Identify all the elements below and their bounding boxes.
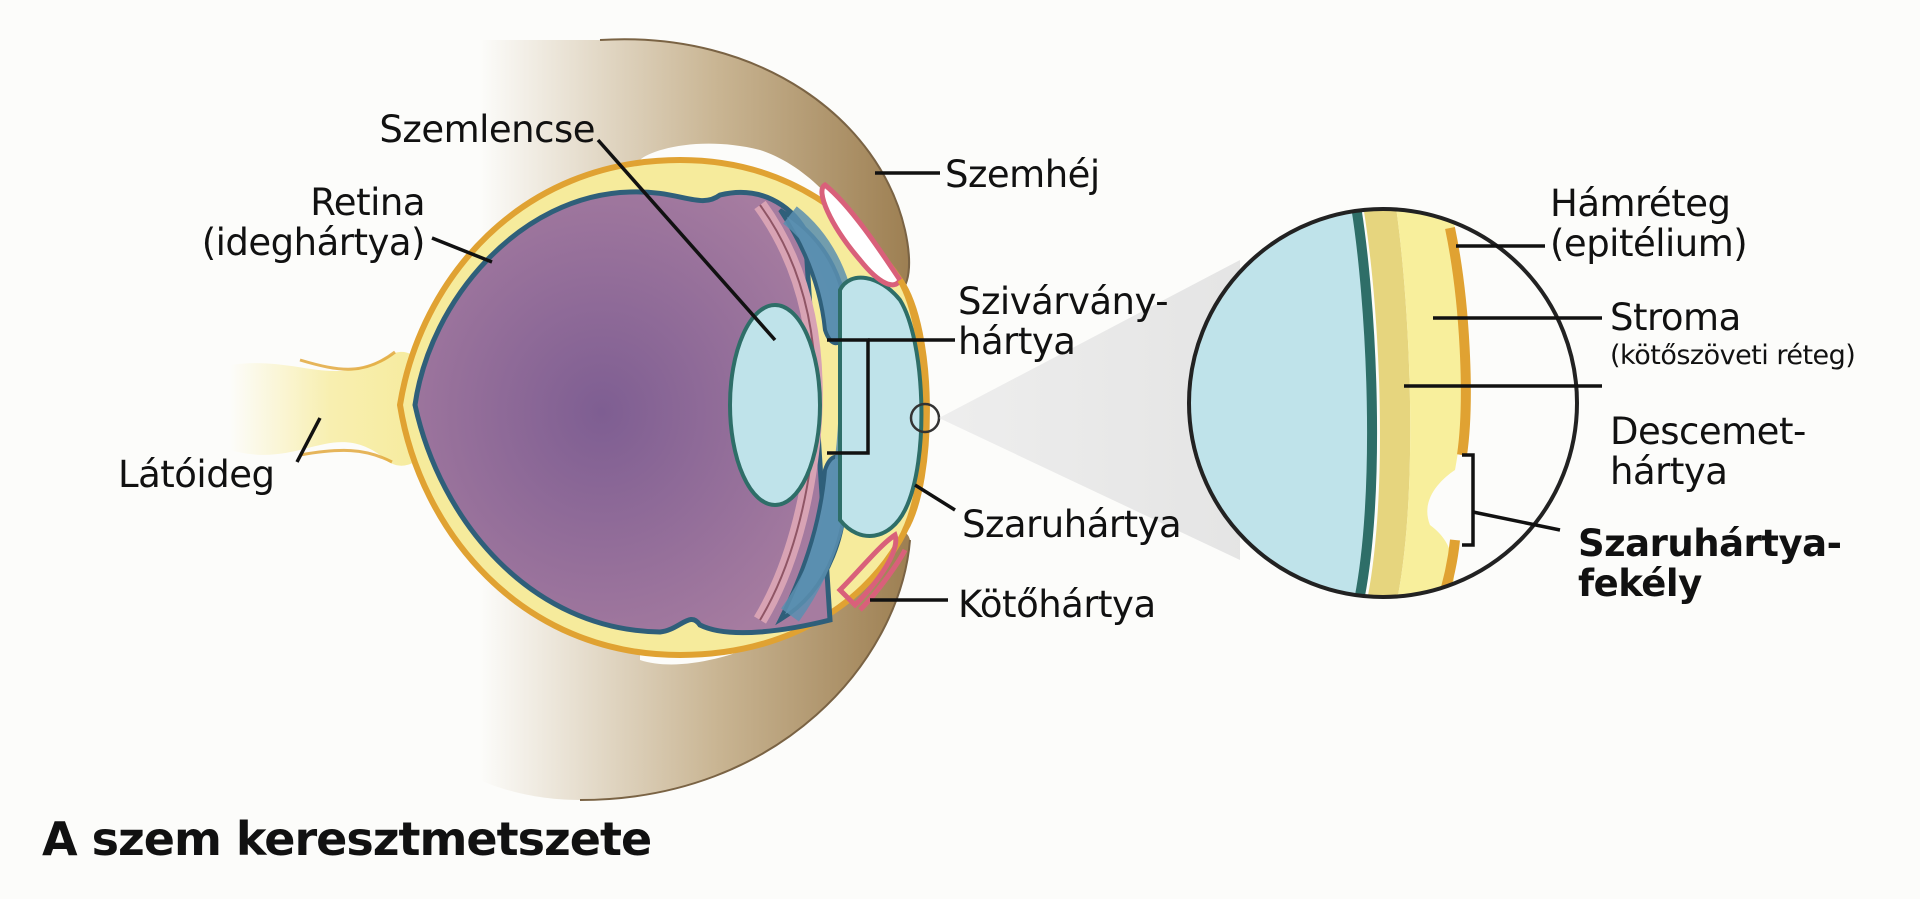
conjunctiva-upper xyxy=(819,182,903,288)
lens-shape xyxy=(728,303,822,507)
label-stroma-sub: (kötőszöveti réteg) xyxy=(1610,340,1856,371)
magnified-cornea xyxy=(1189,209,1577,597)
label-retina: Retina (ideghártya) xyxy=(180,181,426,264)
label-stroma: Stroma xyxy=(1610,296,1741,339)
label-szemhej: Szemhéj xyxy=(945,153,1100,196)
label-fekely-line1: Szaruhártya- xyxy=(1578,522,1842,565)
magnification-cone xyxy=(939,260,1240,560)
conjunctiva-lower xyxy=(836,531,908,612)
leader-lines xyxy=(295,138,1602,602)
label-szaruhartya-fekely: Szaruhártya- fekély xyxy=(1578,522,1842,605)
label-latoideg: Látóideg xyxy=(118,453,275,496)
optic-nerve-shape xyxy=(230,351,430,466)
label-szivarvany-line1: Szivárvány- xyxy=(958,280,1169,323)
label-fekely-line2: fekély xyxy=(1578,562,1702,605)
label-szaruhartya: Szaruhártya xyxy=(962,503,1182,546)
label-hamreteg-line2: (epitélium) xyxy=(1550,222,1748,265)
label-szemlencse: Szemlencse xyxy=(379,108,595,151)
cornea-shape xyxy=(838,275,924,538)
label-retina-line1: Retina xyxy=(310,181,425,224)
label-retina-line2: (ideghártya) xyxy=(201,221,426,264)
label-descemet-line1: Descemet- xyxy=(1610,410,1806,453)
label-hamreteg: Hámréteg (epitélium) xyxy=(1550,182,1748,265)
label-kotohartya: Kötőhártya xyxy=(958,583,1156,626)
label-szivarvanyhartya: Szivárvány- hártya xyxy=(958,280,1169,363)
label-hamreteg-line1: Hámréteg xyxy=(1550,182,1731,225)
label-descemet-line2: hártya xyxy=(1610,450,1728,493)
label-descemet: Descemet- hártya xyxy=(1610,412,1806,492)
diagram-title: A szem keresztmetszete xyxy=(42,812,652,866)
label-szivarvany-line2: hártya xyxy=(958,320,1076,363)
